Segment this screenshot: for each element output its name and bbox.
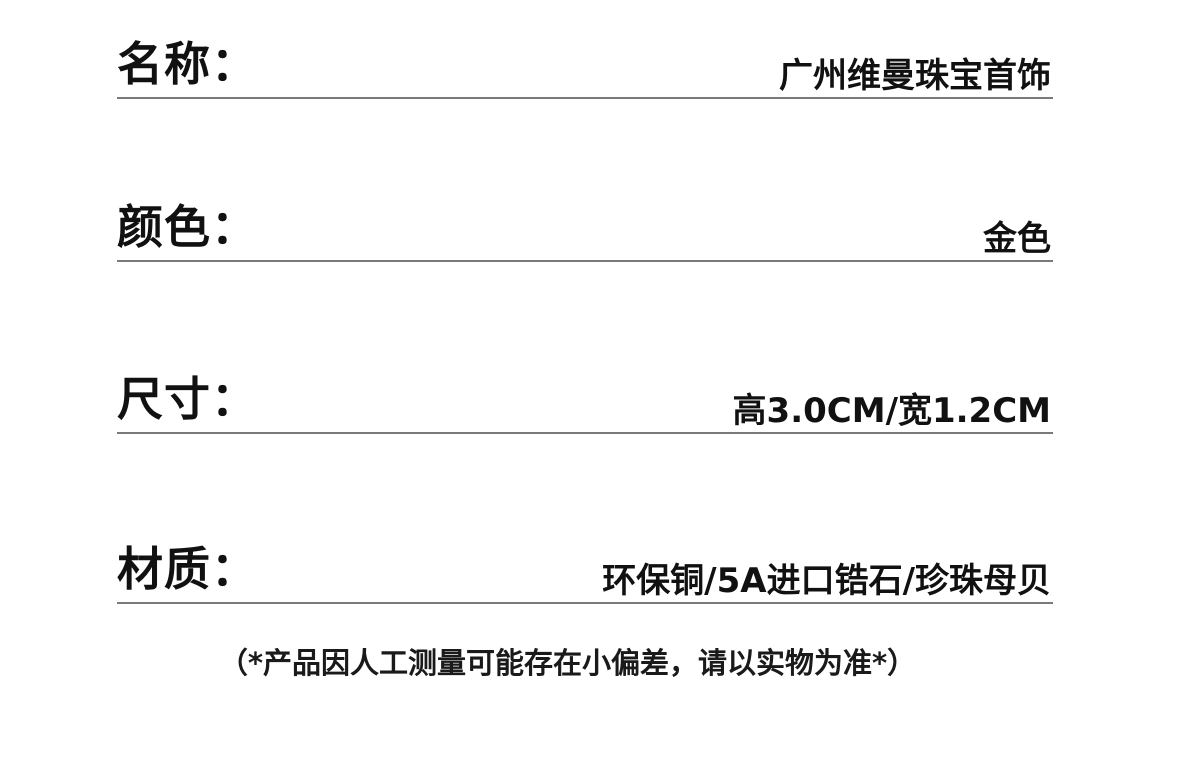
spec-value-size: 高3.0CM/宽1.2CM xyxy=(732,391,1051,431)
spec-label-name: 名称： xyxy=(117,37,258,91)
spec-label-color: 颜色： xyxy=(117,200,258,254)
measurement-disclaimer: （*产品因人工测量可能存在小偏差，请以实物为准*） xyxy=(218,646,917,680)
spec-row-material: 材质： 环保铜/5A进口锆石/珍珠母贝 xyxy=(117,542,1053,604)
spec-row-name: 名称： 广州维曼珠宝首饰 xyxy=(117,37,1053,99)
spec-value-color: 金色 xyxy=(983,219,1051,259)
spec-label-material: 材质： xyxy=(117,542,258,596)
spec-row-size: 尺寸： 高3.0CM/宽1.2CM xyxy=(117,372,1053,434)
spec-value-material: 环保铜/5A进口锆石/珍珠母贝 xyxy=(602,561,1051,601)
spec-row-color: 颜色： 金色 xyxy=(117,200,1053,262)
spec-label-size: 尺寸： xyxy=(117,372,258,426)
spec-value-name: 广州维曼珠宝首饰 xyxy=(779,56,1051,96)
